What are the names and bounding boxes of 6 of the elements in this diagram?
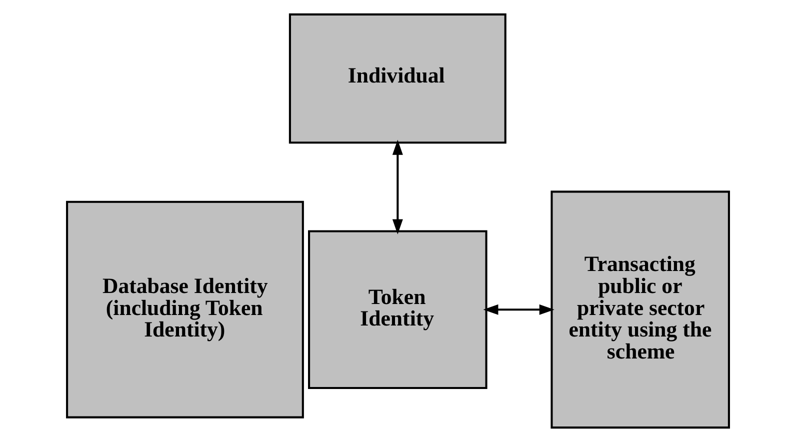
arrow xyxy=(392,139,403,234)
node-box: Database Identity (including Token Identity) xyxy=(66,200,304,418)
arrow xyxy=(483,304,554,314)
node-box: Individual xyxy=(288,12,506,144)
node-box: Transacting public or private sector entity using the scheme xyxy=(550,190,730,428)
node-box: Token Identity xyxy=(308,230,488,389)
